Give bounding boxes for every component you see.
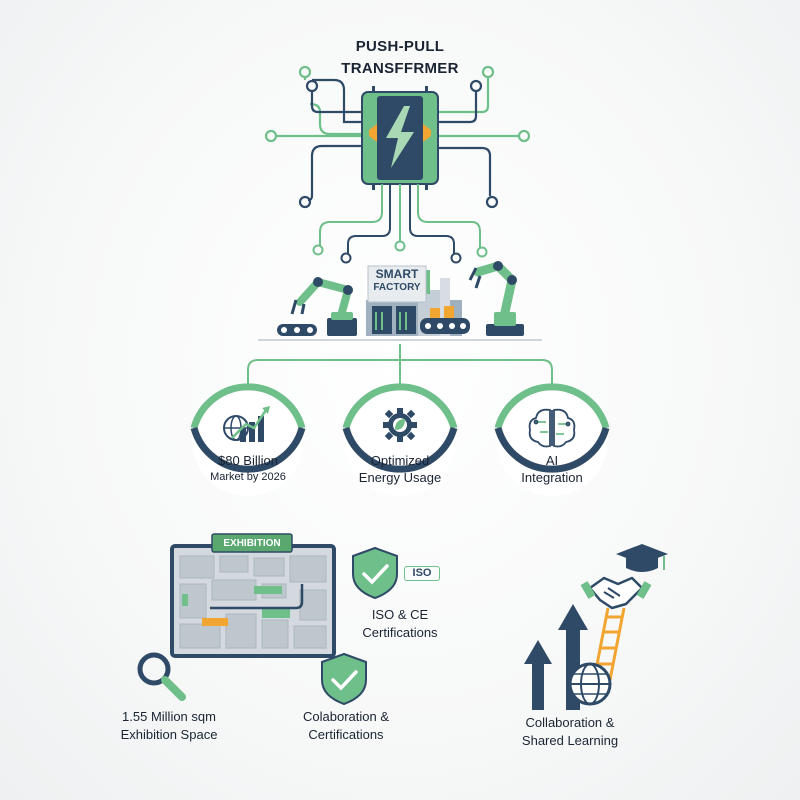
growth-arrows-icon [524,604,588,710]
exhibition-caption: 1.55 Million sqm Exhibition Space [84,708,254,744]
handshake-icon [580,576,652,610]
collab-cert-caption-line-2: Certifications [308,727,384,742]
left-robot-arm-icon [277,277,357,336]
factory-sign-line-1: SMART [375,267,419,281]
globe-icon [568,662,612,706]
exhibition-caption-line-1: 1.55 Million sqm [122,709,216,724]
title-line-2: TRANSFFRMER [341,60,459,77]
exhibition-caption-line-2: Exhibition Space [120,727,218,742]
collab-cert-caption: Colaboration & Certifications [276,708,416,744]
metric-label-energy: Optimized Energy Usage [350,452,450,486]
right-robot-arm-icon [468,261,524,336]
connector-tree [247,344,553,388]
graduation-cap-icon [616,544,668,572]
metric-market-line-2: Market by 2026 [210,471,286,483]
collab-shield-icon [321,652,367,706]
magnifier-icon [137,652,186,701]
title-line-1: PUSH-PULL [355,38,445,55]
metric-ai-line-1: AI [545,453,559,468]
collab-learning-caption-line-2: Shared Learning [521,733,619,748]
metric-energy-line-2: Energy Usage [358,470,442,485]
factory-sign: SMART FACTORY [368,268,426,294]
collab-cert-caption-line-1: Colaboration & [303,709,389,724]
transformer-chip [264,65,531,264]
collab-learning-caption-line-1: Collaboration & [525,715,615,730]
iso-shield-icon [352,546,398,600]
smart-factory-illustration [258,261,542,341]
collab-learning-caption: Collaboration & Shared Learning [500,714,640,750]
metric-market-line-1: $80 Billion [218,453,278,468]
metric-ai-line-2: Integration [521,470,583,485]
factory-sign-line-2: FACTORY [373,282,421,293]
iso-badge: ISO [404,566,440,581]
metric-label-market: $80 Billion Market by 2026 [198,452,298,486]
iso-caption: ISO & CE Certifications [340,606,460,642]
metric-label-ai: AI Integration [502,452,602,486]
iso-caption-line-1: ISO & CE [371,607,429,622]
exhibition-map [170,533,336,658]
globe-growth-chart-icon [223,406,270,442]
diagram-title: PUSH-PULL TRANSFFRMER [300,36,500,80]
iso-caption-line-2: Certifications [362,625,438,640]
metric-energy-line-1: Optimized [370,453,430,468]
metric-circle-market [190,383,306,496]
exhibition-map-label: EXHIBITION [223,538,281,549]
gear-leaf-icon [383,408,417,442]
factory-building [366,265,470,336]
brain-circuit-icon [528,408,576,448]
